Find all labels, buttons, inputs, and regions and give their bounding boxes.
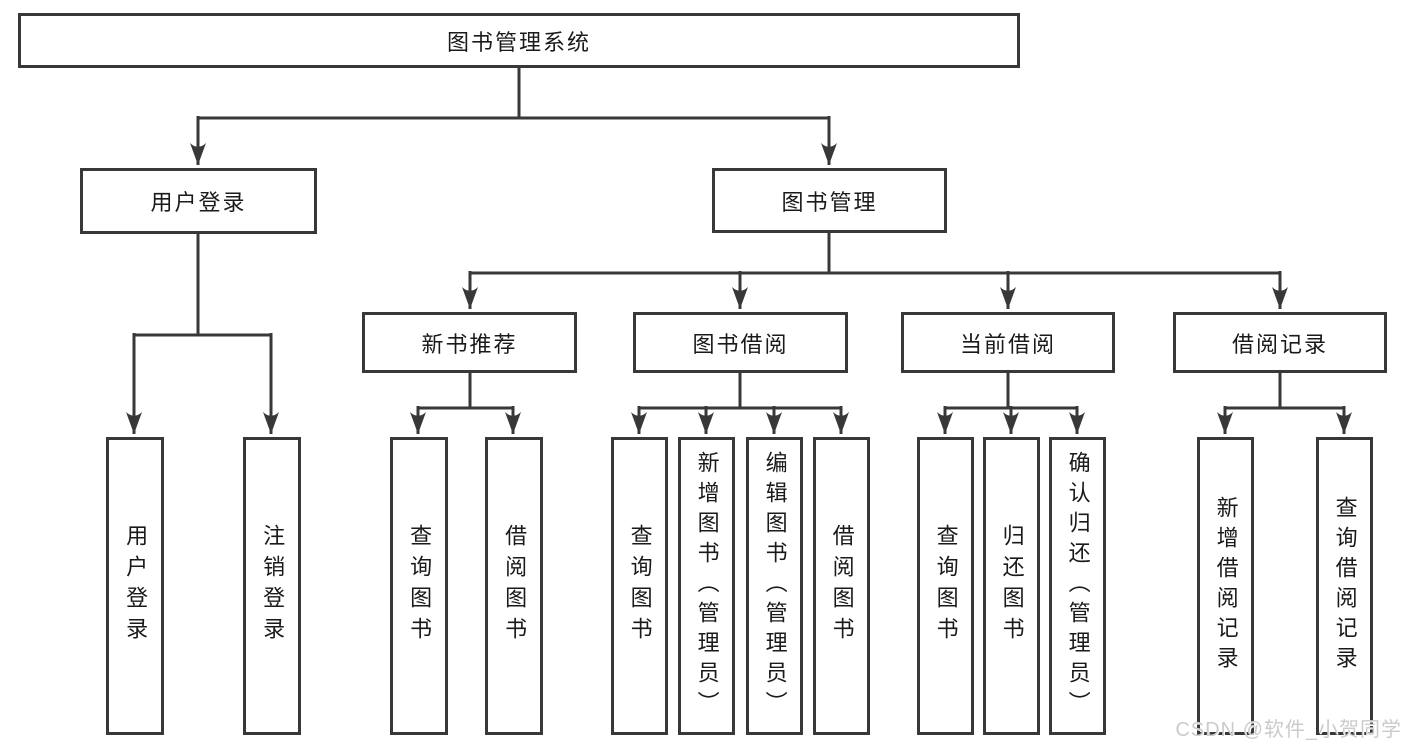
leaf-query-books-current: 查询图书 [917,437,974,735]
leaf-return-book: 归还图书 [983,437,1040,735]
leaf-label: 注销登录 [260,524,286,648]
leaf-label: 确认归还（管理员） [1065,451,1091,721]
leaf-query-borrow-record: 查询借阅记录 [1316,437,1373,735]
leaf-query-books-recommend: 查询图书 [390,437,448,735]
leaf-label: 查询图书 [407,524,433,648]
leaf-borrow-books-recommend: 借阅图书 [485,437,543,735]
leaf-label: 查询借阅记录 [1332,496,1358,676]
leaf-query-books-borrow: 查询图书 [611,437,668,735]
leaf-add-borrow-record: 新增借阅记录 [1197,437,1254,735]
leaf-confirm-return-admin: 确认归还（管理员） [1049,437,1106,735]
leaf-user-login: 用户登录 [106,437,164,735]
node-book-management: 图书管理 [712,168,947,233]
leaf-edit-book-admin: 编辑图书（管理员） [746,437,803,735]
leaf-label: 查询图书 [627,524,653,648]
leaf-label: 借阅图书 [829,524,855,648]
leaf-label: 新增借阅记录 [1213,496,1239,676]
leaf-label: 用户登录 [123,524,149,648]
leaf-label: 归还图书 [999,524,1025,648]
node-new-book-recommend: 新书推荐 [362,312,577,373]
leaf-logout: 注销登录 [243,437,301,735]
leaf-label: 查询图书 [933,524,959,648]
leaf-borrow-books: 借阅图书 [813,437,870,735]
connector-group [126,66,1352,434]
node-book-borrowing: 图书借阅 [633,312,848,373]
node-current-borrowing: 当前借阅 [901,312,1115,373]
leaf-label: 编辑图书（管理员） [762,451,788,721]
csdn-watermark: CSDN @软件_小贺同学 [1175,719,1402,741]
leaf-label: 新增图书（管理员） [694,451,720,721]
leaf-add-book-admin: 新增图书（管理员） [678,437,735,735]
node-borrowing-records: 借阅记录 [1173,312,1387,373]
node-root: 图书管理系统 [18,13,1020,68]
node-user-login: 用户登录 [80,168,317,234]
leaf-label: 借阅图书 [502,524,528,648]
